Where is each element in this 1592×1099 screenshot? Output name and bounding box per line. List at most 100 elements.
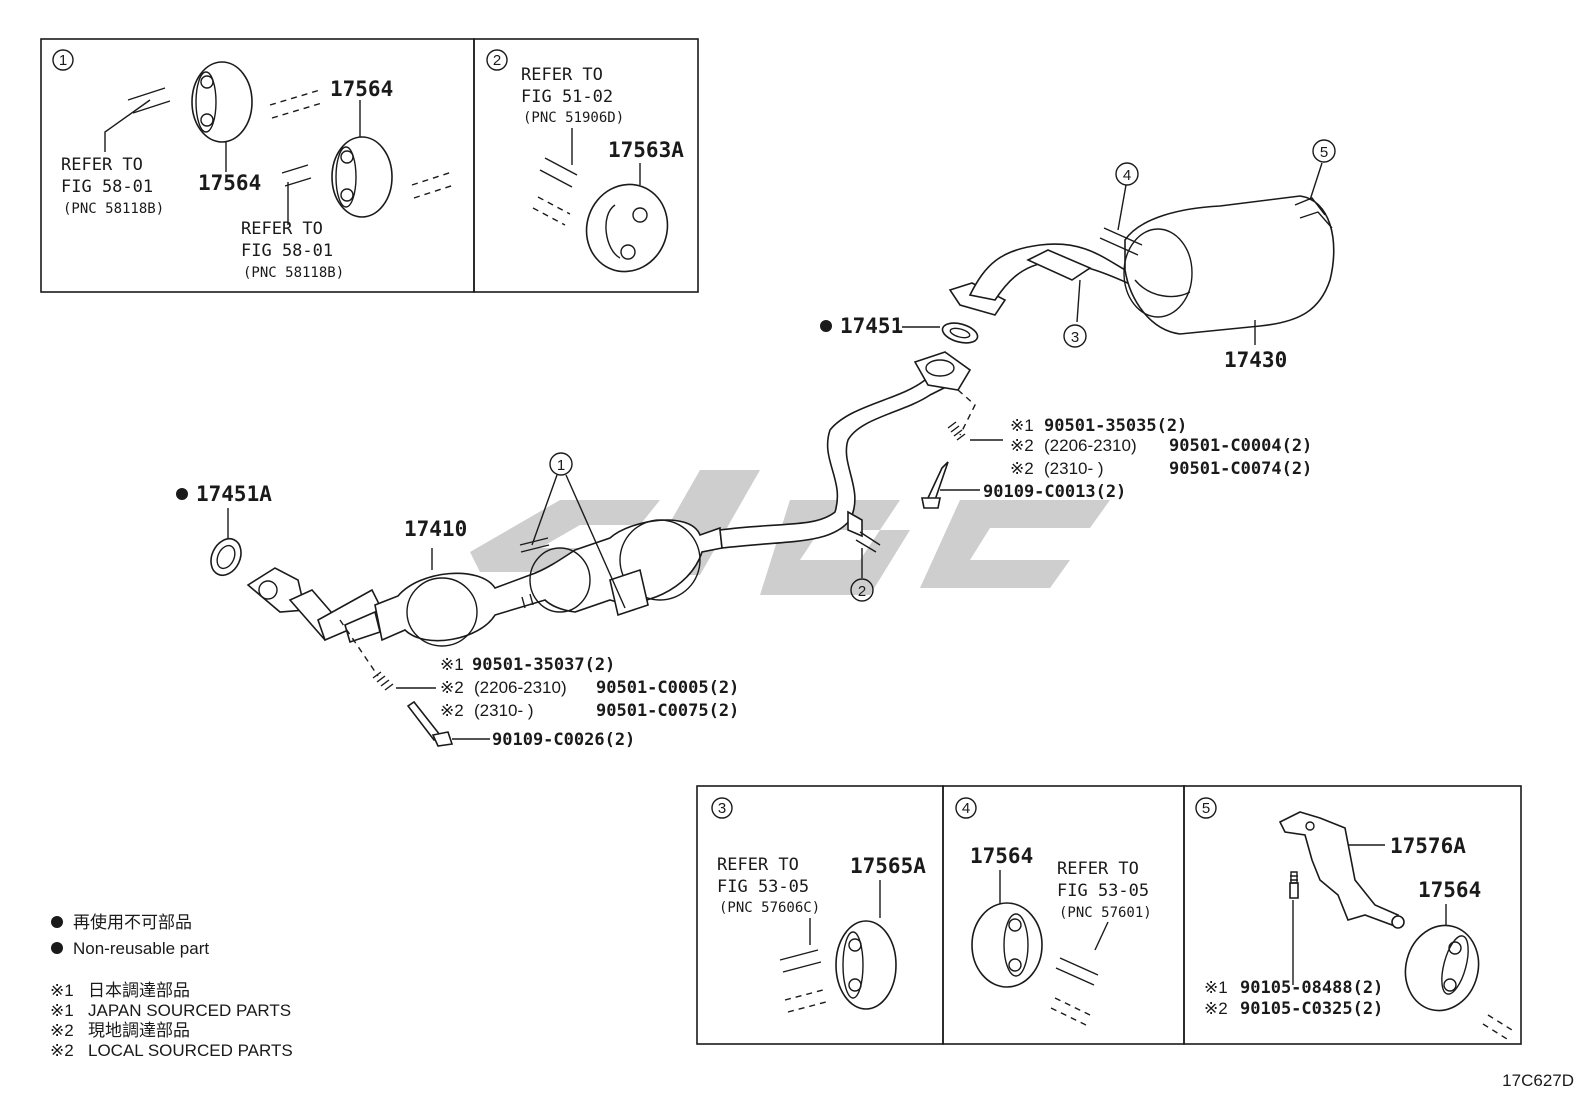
hanger-rod [519,537,550,553]
ref-pnc: (PNC 57601) [1059,905,1152,921]
converter-body [619,519,701,601]
gasket-ring [210,537,242,577]
muffler [1124,195,1335,335]
flange-hole [258,580,278,600]
non-reusable-dot-icon [176,488,188,500]
non-reusable-dot-icon [51,916,63,928]
inset-4: 4 17564 REFER TO FIG 53-05 (PNC 57601) [942,785,1185,1045]
hanger-rubber-icon [331,136,393,218]
ref-text: FIG 58-01 [61,177,153,197]
callout-circle [1312,139,1336,163]
spring-icon [947,421,966,441]
inset-1-rod-mid [281,164,312,187]
hanger-rubber-icon [191,61,253,143]
part-number-17451a: 17451A [196,482,272,506]
callout-2: 2 [858,583,866,600]
hanger-rod [1099,227,1143,256]
legend-n2-en: LOCAL SOURCED PARTS [88,1041,293,1060]
inset-2-rod [539,157,578,188]
leader-line [531,474,626,609]
ref-pnc: (PNC 58118B) [63,201,164,217]
fastener-range: (2206-2310) [1044,436,1137,455]
part-number-17563a: 17563A [608,138,684,162]
part-number-17576a: 17576A [1390,834,1466,858]
fastener-mark: ※2 [440,701,464,720]
ref-pnc: (PNC 51906D) [523,110,624,126]
part-number-17430: 17430 [1224,348,1287,372]
legend-n2-jp: 現地調達部品 [88,1021,190,1040]
inset-3-callout: 3 [718,800,726,817]
hanger-rubber-icon [835,920,897,1010]
inset-5-frame [1183,785,1522,1045]
part-number-17564-inset5: 17564 [1418,878,1481,902]
bolt-mark: ※1 [1204,978,1228,997]
muffler-pipe [1134,279,1191,298]
gasket-ring-inner [216,544,236,570]
inset-3: 3 REFER TO FIG 53-05 (PNC 57606C) 17565A [696,785,944,1045]
legend-mark: ※2 [50,1021,74,1040]
inset-1-rod-dash-a [269,89,323,119]
leader-line [1309,162,1323,201]
inset-3-callout-circle [711,797,733,819]
callout-circle [1115,162,1139,186]
ref-pnc: (PNC 57606C) [719,900,820,916]
part-number-17565a: 17565A [850,854,926,878]
part-number-17564-inset4: 17564 [970,844,1033,868]
legend-mark: ※2 [50,1041,74,1060]
non-reusable-dot-icon [820,320,832,332]
exhaust-bracket-icon [1278,811,1405,929]
bolt-icon [1289,871,1299,899]
inset-3-rod [779,949,822,973]
gasket-ring [941,322,979,344]
fastener-pn: 90501-C0005(2) [596,678,739,698]
fastener-pn: 90501-35035(2) [1044,416,1187,436]
inset-5: 5 17576A 17564 ※1 90105-08488(2) ※2 9010… [1183,785,1522,1045]
fastener-pn: 90501-C0074(2) [1169,459,1312,479]
flange-hole [925,359,955,377]
inset-2: 2 REFER TO FIG 51-02 (PNC 51906D) 17563A [473,38,699,293]
inset-1-callout-circle [52,49,74,71]
leader-line [104,99,151,152]
leader-line [1094,921,1109,951]
part-number-17564-a: 17564 [330,77,393,101]
inset-5-callout: 5 [1202,800,1210,817]
legend: 再使用不可部品 Non-reusable part ※1 日本調達部品 ※1 J… [50,912,293,1060]
ref-text: REFER TO [61,155,143,175]
ref-text: FIG 58-01 [241,241,333,261]
hanger-rubber-icon [971,902,1043,988]
figure-id: 17C627D [1502,1071,1574,1090]
leader-line [1117,184,1127,231]
inset-4-rod [1055,957,1099,986]
callout-circle [1063,324,1087,348]
converter-body [529,547,591,613]
hanger-rod [855,531,881,553]
fastener-pn: 90501-C0075(2) [596,701,739,721]
mid-pipe [719,371,954,549]
legend-mark: ※1 [50,981,74,1000]
fastener-range: (2310- ) [474,701,534,720]
fastener-pn: 90501-C0004(2) [1169,436,1312,456]
fastener-mark: ※2 [440,678,464,697]
legend-mark: ※1 [50,1001,74,1020]
legend-n1-en: JAPAN SOURCED PARTS [88,1001,291,1020]
ref-text: REFER TO [241,219,323,239]
ref-text: FIG 53-05 [1057,881,1149,901]
callout-3: 3 [1071,329,1079,346]
inset-5-callout-circle [1195,797,1217,819]
ref-text: REFER TO [521,65,603,85]
callout-4: 4 [1123,167,1131,184]
ref-text: REFER TO [717,855,799,875]
legend-nonreusable-jp: 再使用不可部品 [73,912,192,932]
fastener-mark: ※1 [1010,416,1034,435]
spring-icon [372,671,394,691]
callout-circle [549,452,573,476]
bolt-mark: ※2 [1204,999,1228,1018]
inset-1-callout: 1 [59,52,67,69]
callout-circle [850,578,874,602]
hanger-rod [521,593,534,609]
mid-pipe-flange [913,351,972,391]
hanger-rod [1294,197,1333,229]
inset-1: 1 17564 17564 REFER TO FIG 58-01 (PNC 58… [40,38,475,293]
hanger-bracket [1026,249,1092,281]
